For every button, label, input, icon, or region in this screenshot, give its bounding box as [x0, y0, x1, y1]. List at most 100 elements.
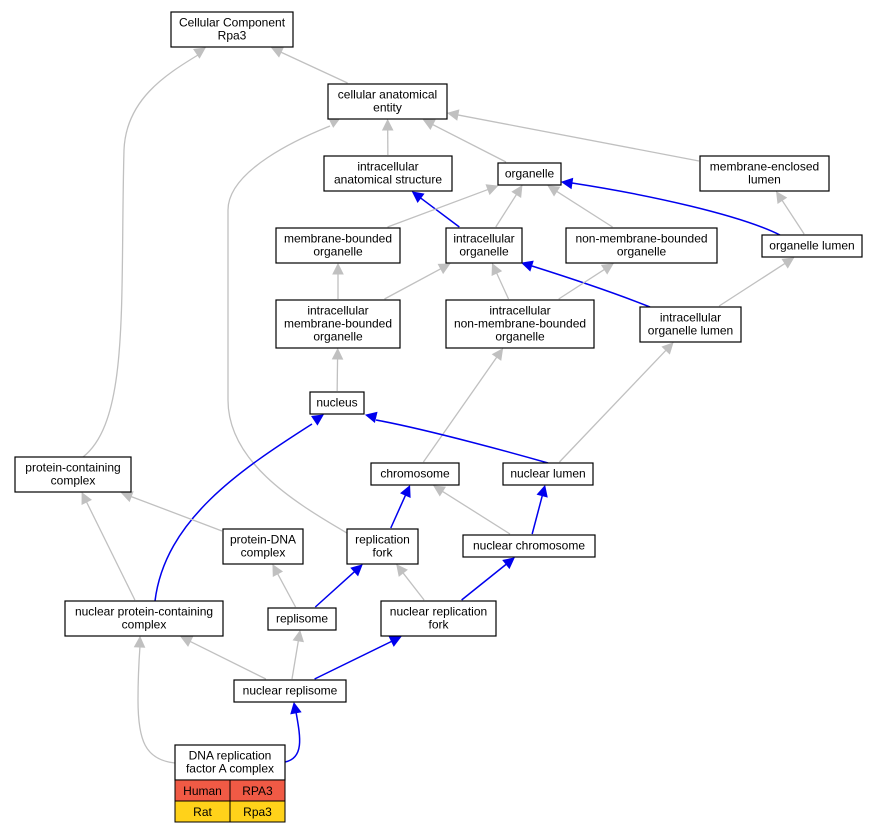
node-label-line: entity [373, 101, 402, 115]
node-label-line: intracellular [489, 304, 550, 318]
edge-nuclear_lumen-to-intracellular_organelle_lumen [558, 342, 674, 463]
is-a-edge-line [718, 261, 788, 307]
part-of-arrowhead [350, 564, 363, 577]
node-chromosome[interactable]: chromosome [370, 462, 460, 486]
is-a-arrowhead [120, 491, 134, 503]
part-of-edge-line [390, 492, 408, 529]
is-a-edge-line [276, 571, 297, 608]
edge-intracellular_organelle_lumen-to-organelle_lumen [718, 257, 795, 307]
is-a-edge-line [278, 50, 348, 84]
edge-intracellular_non_membrane_bounded_organelle-to-intracellular_organelle [491, 262, 510, 300]
node-nuclear-lumen[interactable]: nuclear lumen [502, 462, 594, 486]
node-box [639, 306, 742, 343]
node-intracellular-non-membrane-bounded-organelle[interactable]: intracellularnon-membrane-boundedorganel… [445, 299, 595, 349]
node-label-line: Rpa3 [218, 29, 247, 43]
is-a-arrowhead [511, 185, 523, 198]
edge-intracellular_organelle-to-intracellular_anatomical_structure [411, 191, 460, 228]
node-label-line: organelle [495, 330, 545, 344]
node-box [170, 11, 294, 48]
node-label-line: DNA replication [189, 749, 272, 763]
part-of-arrowhead [290, 701, 302, 715]
part-of-arrowhead [560, 177, 574, 190]
node-box [327, 83, 448, 120]
is-a-edge-line [129, 495, 223, 532]
edge-intracellular_membrane_bounded_organelle-to-intracellular_organelle [384, 263, 451, 300]
edge-chromosome-to-intracellular_non_membrane_bounded_organelle [422, 348, 504, 463]
gene-label: RPA3 [242, 784, 273, 798]
is-a-arrowhead [292, 629, 305, 643]
gene-cell [229, 800, 286, 823]
edge-membrane_bounded_organelle-to-organelle [387, 184, 499, 228]
node-box [309, 391, 365, 415]
edge-organelle_lumen-to-membrane_enclosed_lumen [776, 191, 805, 235]
node-organelle-lumen[interactable]: organelle lumen [761, 234, 863, 258]
is-a-arrowhead [332, 262, 344, 275]
part-of-arrowhead [400, 484, 411, 498]
part-of-arrowhead [388, 636, 402, 647]
is-a-arrowhead [272, 564, 284, 577]
node-label-line: organelle [313, 330, 363, 344]
gene-table-row-human[interactable]: Human RPA3 [174, 779, 286, 802]
is-a-edge-line [558, 267, 607, 300]
node-label-line: chromosome [380, 467, 450, 481]
edge-nuclear_chromosome-to-nuclear_lumen [531, 484, 548, 535]
node-box [502, 462, 594, 486]
is-a-arrowhead [133, 635, 146, 648]
node-nucleus[interactable]: nucleus [309, 391, 365, 415]
part-of-arrowhead [520, 260, 534, 272]
is-a-arrowhead [381, 118, 394, 131]
is-a-arrowhead [781, 257, 795, 269]
node-nuclear-replisome[interactable]: nuclear replisome [233, 679, 347, 703]
edge-replisome-to-protein_dna_complex [272, 564, 297, 608]
species-label: Human [183, 784, 222, 798]
node-box [462, 534, 596, 558]
edge-nuclear_chromosome-to-chromosome [433, 485, 511, 535]
node-label-line: anatomical structure [334, 173, 442, 187]
edge-intracellular_organelle_lumen-to-intracellular_organelle [520, 260, 651, 308]
node-label-line: cellular anatomical [338, 88, 437, 102]
edge-nuclear_protein_containing_complex-to-nucleus [154, 414, 324, 602]
edge-nucleus-to-intracellular_membrane_bounded_organelle [331, 347, 344, 392]
node-box [323, 155, 453, 192]
part-of-edge-line [375, 419, 549, 464]
edge-dna_replication_factor_a_complex-to-nuclear_replisome [284, 701, 302, 763]
edge-replisome-to-replication_fork [314, 564, 363, 608]
node-organelle[interactable]: organelle [497, 162, 562, 186]
node-label-line: intracellular [357, 160, 418, 174]
is-a-arrowhead [446, 109, 460, 121]
node-replisome[interactable]: replisome [267, 607, 337, 631]
is-a-edge-line [430, 123, 507, 163]
part-of-edge-line [418, 196, 460, 228]
node-label-line: factor A complex [186, 762, 274, 776]
is-a-edge-line [440, 489, 511, 535]
part-of-arrowhead [502, 557, 515, 570]
is-a-edge-line [82, 54, 199, 458]
node-nuclear-chromosome[interactable]: nuclear chromosome [462, 534, 596, 558]
node-box [445, 227, 523, 264]
node-box [275, 299, 401, 349]
edges-layer [81, 47, 805, 764]
node-box [370, 462, 460, 486]
is-a-arrowhead [600, 263, 614, 275]
part-of-edge-line [314, 569, 357, 608]
is-a-edge-line [554, 189, 613, 228]
node-label-line: protein-containing [25, 461, 120, 475]
node-label-line: lumen [748, 173, 781, 187]
edge-organelle_lumen-to-organelle [560, 177, 781, 236]
